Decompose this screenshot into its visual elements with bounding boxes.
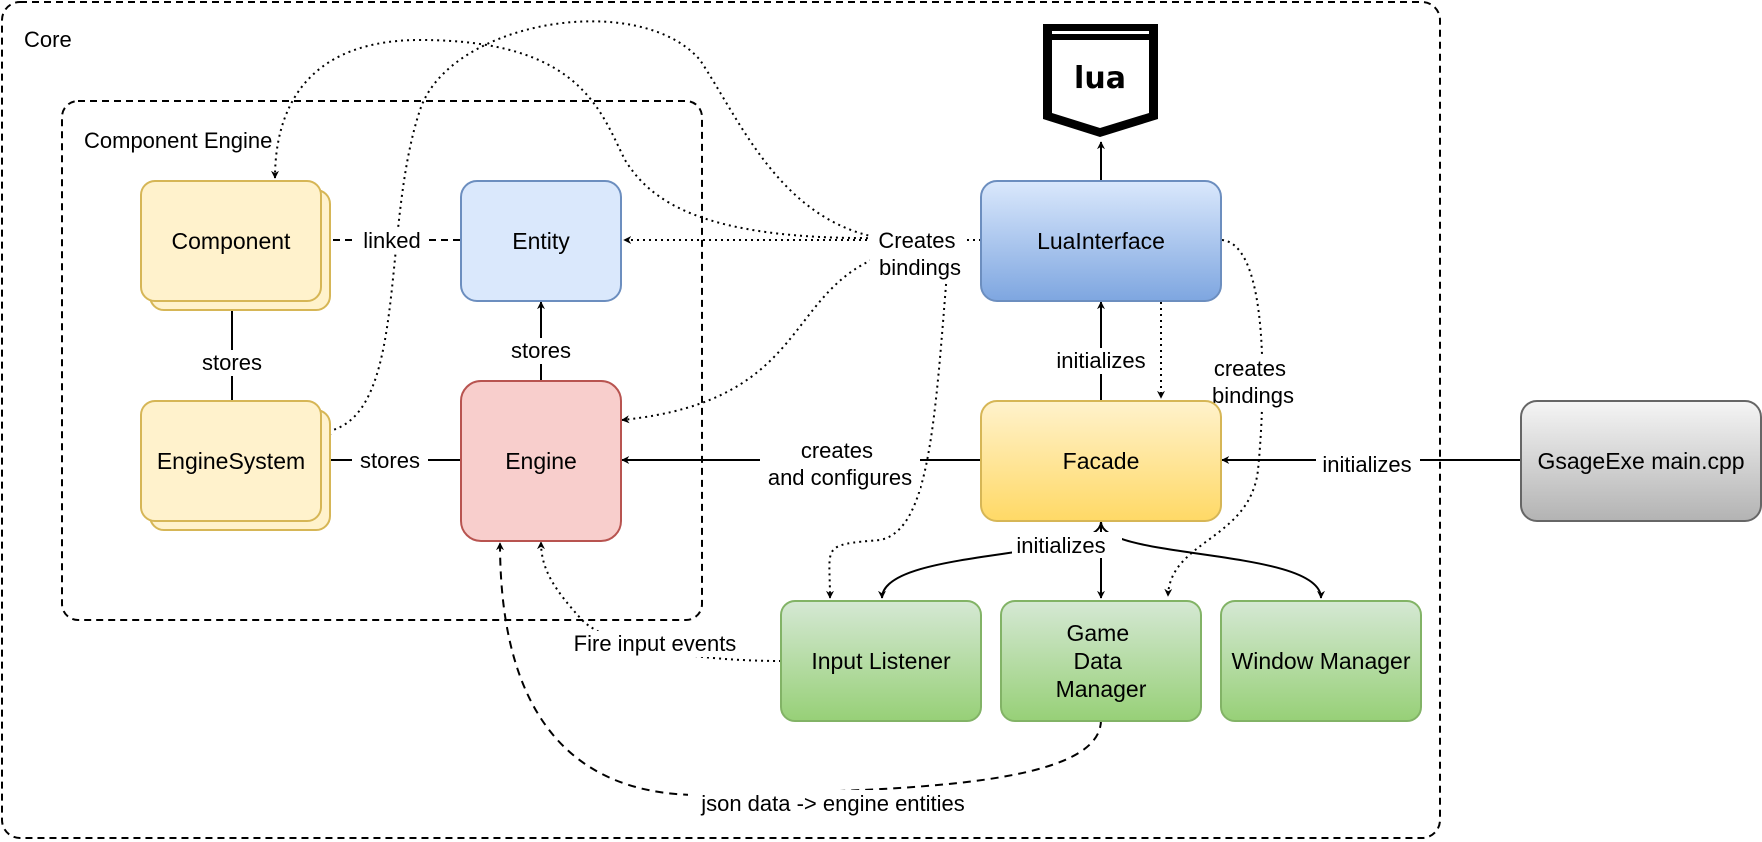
entity-node[interactable]: Entity: [460, 180, 622, 302]
lua-logo-text: lua: [1074, 61, 1126, 96]
label-stores-system: stores: [360, 448, 420, 473]
input-listener-label: Input Listener: [811, 648, 951, 674]
engine-system-node[interactable]: EngineSystem: [140, 400, 331, 531]
label-json-data: json data -> engine entities: [700, 791, 965, 816]
core-label: Core: [24, 27, 72, 52]
edge-bind-gamedata: [1164, 239, 1264, 597]
game-data-manager-line1: Game: [1066, 620, 1129, 646]
edge-fire-input: [537, 541, 782, 662]
label-creates-configures: creates and configures: [768, 438, 912, 490]
label-creates-bindings-left-line1: Creates: [878, 228, 955, 253]
component-node[interactable]: Component: [140, 180, 331, 311]
label-stores-entity: stores: [511, 338, 571, 363]
edge-bind-component: [271, 38, 881, 240]
label-linked: linked: [363, 228, 420, 253]
label-creates-bindings-left: Creates bindings: [878, 228, 961, 280]
component-label: Component: [172, 228, 292, 254]
gsage-exe-node[interactable]: GsageExe main.cpp: [1520, 400, 1762, 522]
input-listener-node[interactable]: Input Listener: [780, 600, 982, 722]
label-creates-bindings-left-line2: bindings: [879, 255, 961, 280]
gsage-exe-label: GsageExe main.cpp: [1537, 448, 1744, 474]
game-data-manager-node[interactable]: Game Data Manager: [1000, 600, 1202, 722]
facade-label: Facade: [1063, 448, 1140, 474]
label-fire-input-events: Fire input events: [574, 631, 737, 656]
facade-node[interactable]: Facade: [980, 400, 1222, 522]
label-creates-bindings-right-line1: creates: [1214, 356, 1286, 381]
window-manager-node[interactable]: Window Manager: [1220, 600, 1422, 722]
entity-label: Entity: [512, 228, 570, 254]
label-creates-configures-line2: and configures: [768, 465, 912, 490]
game-data-manager-line3: Manager: [1056, 676, 1147, 702]
edge-bind-engine: [621, 249, 901, 424]
label-creates-bindings-right-line2: bindings: [1212, 383, 1294, 408]
game-data-manager-line2: Data: [1074, 648, 1123, 674]
label-stores-component: stores: [202, 350, 262, 375]
window-manager-label: Window Manager: [1232, 648, 1411, 674]
core-container: [1, 1, 1441, 839]
lua-interface-label: LuaInterface: [1037, 228, 1165, 254]
component-engine-container: [61, 100, 703, 621]
game-data-manager-label: Game Data Manager: [1056, 620, 1147, 702]
label-initializes-facade: initializes: [1322, 452, 1411, 477]
edge-bind-input: [825, 259, 949, 599]
edge-init-window: [1100, 521, 1325, 599]
engine-label: Engine: [505, 448, 577, 474]
lua-logo: lua: [1043, 24, 1158, 137]
lua-interface-node[interactable]: LuaInterface: [980, 180, 1222, 302]
component-engine-label: Component Engine: [84, 128, 272, 153]
label-initializes-lua: initializes: [1056, 348, 1145, 373]
label-initializes-subsystems: initializes: [1016, 533, 1105, 558]
engine-system-label: EngineSystem: [157, 448, 305, 474]
engine-node[interactable]: Engine: [460, 380, 622, 542]
label-creates-configures-line1: creates: [801, 438, 873, 463]
label-creates-bindings-right: creates bindings: [1212, 356, 1294, 408]
